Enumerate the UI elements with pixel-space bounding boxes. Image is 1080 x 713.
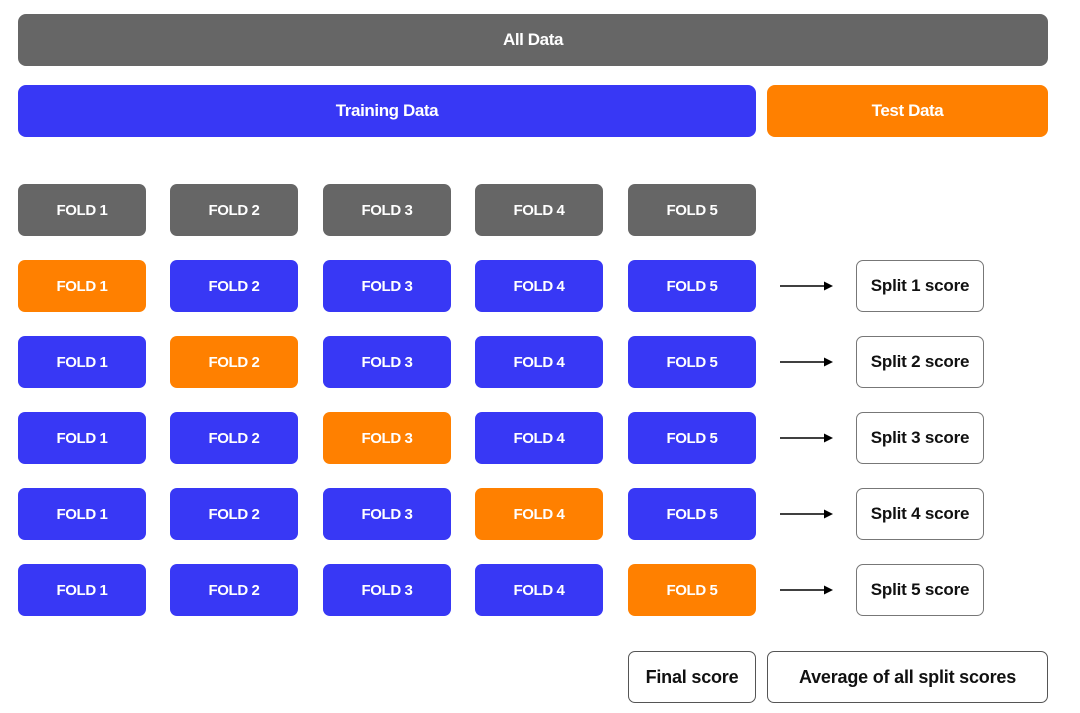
split-2-fold-1: FOLD 1 [18,336,146,388]
fold-label: FOLD 5 [666,353,718,371]
test-data-bar: Test Data [767,85,1048,137]
fold-label: FOLD 1 [56,277,108,295]
split-5-fold-3: FOLD 3 [323,564,451,616]
split-2-fold-4: FOLD 4 [475,336,603,388]
fold-label: FOLD 1 [56,581,108,599]
fold-label: FOLD 1 [56,201,108,219]
split-3-fold-3: FOLD 3 [323,412,451,464]
split-1-fold-4: FOLD 4 [475,260,603,312]
fold-label: FOLD 2 [208,201,260,219]
split-4-fold-3: FOLD 3 [323,488,451,540]
split-5-fold-2: FOLD 2 [170,564,298,616]
all-data-label: All Data [502,30,564,49]
fold-label: FOLD 1 [56,505,108,523]
test-data-label: Test Data [871,101,944,120]
fold-label: FOLD 5 [666,277,718,295]
training-data-label: Training Data [335,101,439,120]
fold-label: FOLD 5 [666,581,718,599]
header-fold-3: FOLD 3 [323,184,451,236]
arrow-right-icon [780,585,833,595]
fold-label: FOLD 2 [208,277,260,295]
fold-label: FOLD 4 [513,581,565,599]
final-score-box: Final score [628,651,756,703]
fold-label: FOLD 1 [56,353,108,371]
fold-label: FOLD 2 [208,429,260,447]
fold-label: FOLD 3 [361,505,413,523]
fold-label: FOLD 5 [666,429,718,447]
fold-label: FOLD 4 [513,201,565,219]
split-1-fold-2: FOLD 2 [170,260,298,312]
split-3-fold-2: FOLD 2 [170,412,298,464]
fold-label: FOLD 1 [56,429,108,447]
split-2-fold-5: FOLD 5 [628,336,756,388]
split-score-label: Split 5 score [870,580,970,599]
split-1-fold-3: FOLD 3 [323,260,451,312]
split-score-label: Split 2 score [870,352,970,371]
training-data-bar: Training Data [18,85,756,137]
split-4-fold-5: FOLD 5 [628,488,756,540]
split-score-label: Split 1 score [870,276,970,295]
split-5-fold-4: FOLD 4 [475,564,603,616]
final-score-label: Final score [645,666,739,687]
fold-label: FOLD 5 [666,505,718,523]
split-3-score: Split 3 score [856,412,984,464]
fold-label: FOLD 3 [361,201,413,219]
all-data-bar: All Data [18,14,1048,66]
split-3-fold-5: FOLD 5 [628,412,756,464]
fold-label: FOLD 4 [513,429,565,447]
arrow-right-icon [780,281,833,291]
arrow-right-icon [780,433,833,443]
split-4-score: Split 4 score [856,488,984,540]
split-5-fold-1: FOLD 1 [18,564,146,616]
fold-label: FOLD 3 [361,429,413,447]
split-1-score: Split 1 score [856,260,984,312]
header-fold-4: FOLD 4 [475,184,603,236]
split-2-fold-2: FOLD 2 [170,336,298,388]
split-score-label: Split 3 score [870,428,970,447]
fold-label: FOLD 2 [208,581,260,599]
final-description-box: Average of all split scores [767,651,1048,703]
split-1-fold-1: FOLD 1 [18,260,146,312]
fold-label: FOLD 4 [513,505,565,523]
header-fold-1: FOLD 1 [18,184,146,236]
split-2-score: Split 2 score [856,336,984,388]
fold-label: FOLD 3 [361,277,413,295]
fold-label: FOLD 4 [513,353,565,371]
fold-label: FOLD 3 [361,581,413,599]
header-fold-2: FOLD 2 [170,184,298,236]
split-5-fold-5: FOLD 5 [628,564,756,616]
split-3-fold-1: FOLD 1 [18,412,146,464]
final-description-label: Average of all split scores [798,666,1017,687]
arrow-right-icon [780,509,833,519]
fold-label: FOLD 4 [513,277,565,295]
split-4-fold-2: FOLD 2 [170,488,298,540]
split-score-label: Split 4 score [870,504,970,523]
split-3-fold-4: FOLD 4 [475,412,603,464]
fold-label: FOLD 2 [208,353,260,371]
header-fold-5: FOLD 5 [628,184,756,236]
arrow-right-icon [780,357,833,367]
fold-label: FOLD 3 [361,353,413,371]
split-2-fold-3: FOLD 3 [323,336,451,388]
split-4-fold-1: FOLD 1 [18,488,146,540]
split-1-fold-5: FOLD 5 [628,260,756,312]
split-5-score: Split 5 score [856,564,984,616]
fold-label: FOLD 5 [666,201,718,219]
split-4-fold-4: FOLD 4 [475,488,603,540]
fold-label: FOLD 2 [208,505,260,523]
